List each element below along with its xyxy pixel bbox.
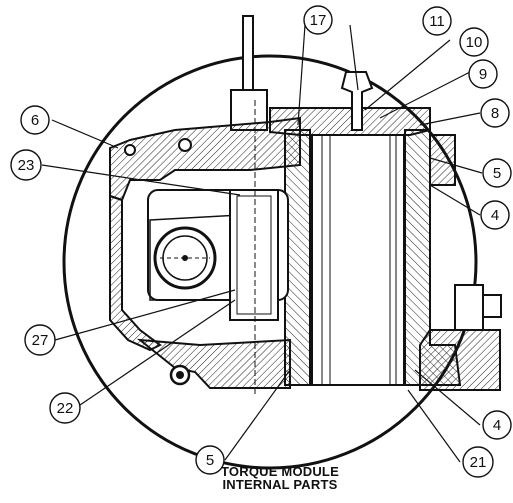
caption-subtitle: INTERNAL PARTS — [222, 477, 338, 492]
callout-8: 8 — [480, 98, 510, 128]
callout-5-bottom: 5 — [195, 445, 225, 475]
vent-fitting — [340, 71, 374, 131]
right-upper-bracket — [429, 134, 456, 186]
shaft-rod — [242, 15, 254, 97]
callout-17: 17 — [303, 5, 333, 35]
callout-23: 23 — [10, 149, 42, 181]
sliding-block — [229, 189, 279, 321]
callout-5-bottom-label: 5 — [206, 452, 214, 469]
callout-9: 9 — [468, 59, 498, 89]
right-housing-block — [419, 329, 501, 391]
callout-6-label: 6 — [31, 112, 39, 129]
lower-housing — [136, 338, 291, 389]
housing-outline-circle — [62, 54, 478, 470]
piston-housing-left-wall — [284, 129, 311, 386]
callout-22-label: 22 — [57, 400, 74, 417]
leader-lines — [41, 24, 483, 463]
callout-21-label: 21 — [470, 454, 487, 471]
side-port-fitting — [454, 284, 484, 331]
callout-6: 6 — [20, 105, 50, 135]
callout-10: 10 — [459, 27, 489, 57]
callout-9-label: 9 — [479, 66, 487, 83]
callout-5-right-label: 5 — [493, 165, 501, 182]
callout-11: 11 — [422, 6, 452, 36]
callout-27: 27 — [24, 324, 56, 356]
callout-11-label: 11 — [429, 13, 445, 30]
callout-22: 22 — [49, 392, 81, 424]
callout-8-label: 8 — [491, 105, 499, 122]
callout-21: 21 — [462, 446, 494, 478]
callout-17-label: 17 — [310, 12, 327, 29]
callout-4-right-lower-label: 4 — [493, 417, 501, 434]
callout-4-right-upper: 4 — [480, 200, 510, 230]
callout-10-label: 10 — [466, 34, 483, 51]
callout-4-right-lower: 4 — [482, 410, 512, 440]
callout-23-label: 23 — [18, 157, 35, 174]
callout-27-label: 27 — [32, 332, 49, 349]
callout-5-right: 5 — [482, 158, 512, 188]
piston-cylinder — [311, 134, 405, 386]
caption-title: TORQUE MODULE — [221, 464, 339, 479]
callout-4-right-upper-label: 4 — [491, 207, 499, 224]
